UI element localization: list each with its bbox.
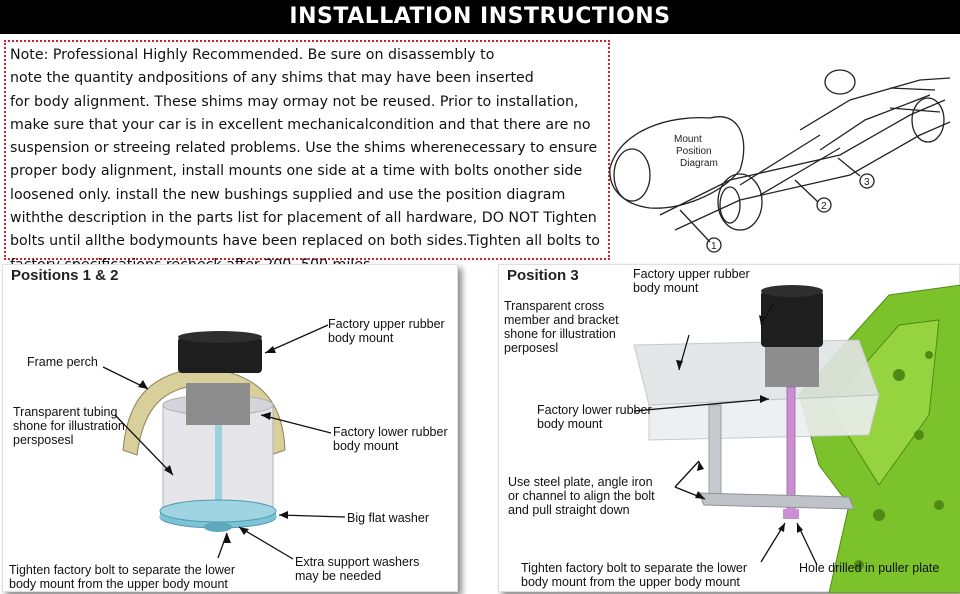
tighten-label: Tighten factory bolt to separate the low… xyxy=(521,561,747,589)
note-line: loosened only. install the new bushings … xyxy=(10,184,604,207)
diagram-label: Diagram xyxy=(680,158,718,169)
diagram-label: Mount xyxy=(674,134,702,145)
tighten-label: Tighten factory bolt to separate the low… xyxy=(9,563,235,591)
note-line: proper body alignment, install mounts on… xyxy=(10,160,604,183)
panel-title: Position 3 xyxy=(507,267,579,284)
panel-title: Positions 1 & 2 xyxy=(11,267,119,284)
mount-position-diagram: Mount Position Diagram 1 2 3 xyxy=(590,60,960,260)
note-line: withthe description in the parts list fo… xyxy=(10,207,604,230)
page-header: INSTALLATION INSTRUCTIONS xyxy=(0,0,960,34)
hole-label: Hole drilled in puller plate xyxy=(799,561,939,575)
callout-number: 3 xyxy=(864,177,870,188)
note-line: note the quantity andpositions of any sh… xyxy=(10,67,604,90)
note-line: make sure that your car is in excellent … xyxy=(10,114,604,137)
frame-perch-label: Frame perch xyxy=(27,355,98,369)
washer-label: Big flat washer xyxy=(347,511,429,525)
callout-number: 1 xyxy=(711,241,717,252)
note-line: Note: Professional Highly Recommended. B… xyxy=(10,44,604,67)
note-line: bolts until allthe bodymounts have been … xyxy=(10,230,604,253)
note-line: suspension or streeing related problems.… xyxy=(10,137,604,160)
note-line: for body alignment. These shims may orma… xyxy=(10,91,604,114)
callout-number: 2 xyxy=(821,201,827,212)
diagram-label: Position xyxy=(676,146,712,157)
header-title: INSTALLATION INSTRUCTIONS xyxy=(289,4,670,29)
installation-note: Note: Professional Highly Recommended. B… xyxy=(4,40,610,260)
